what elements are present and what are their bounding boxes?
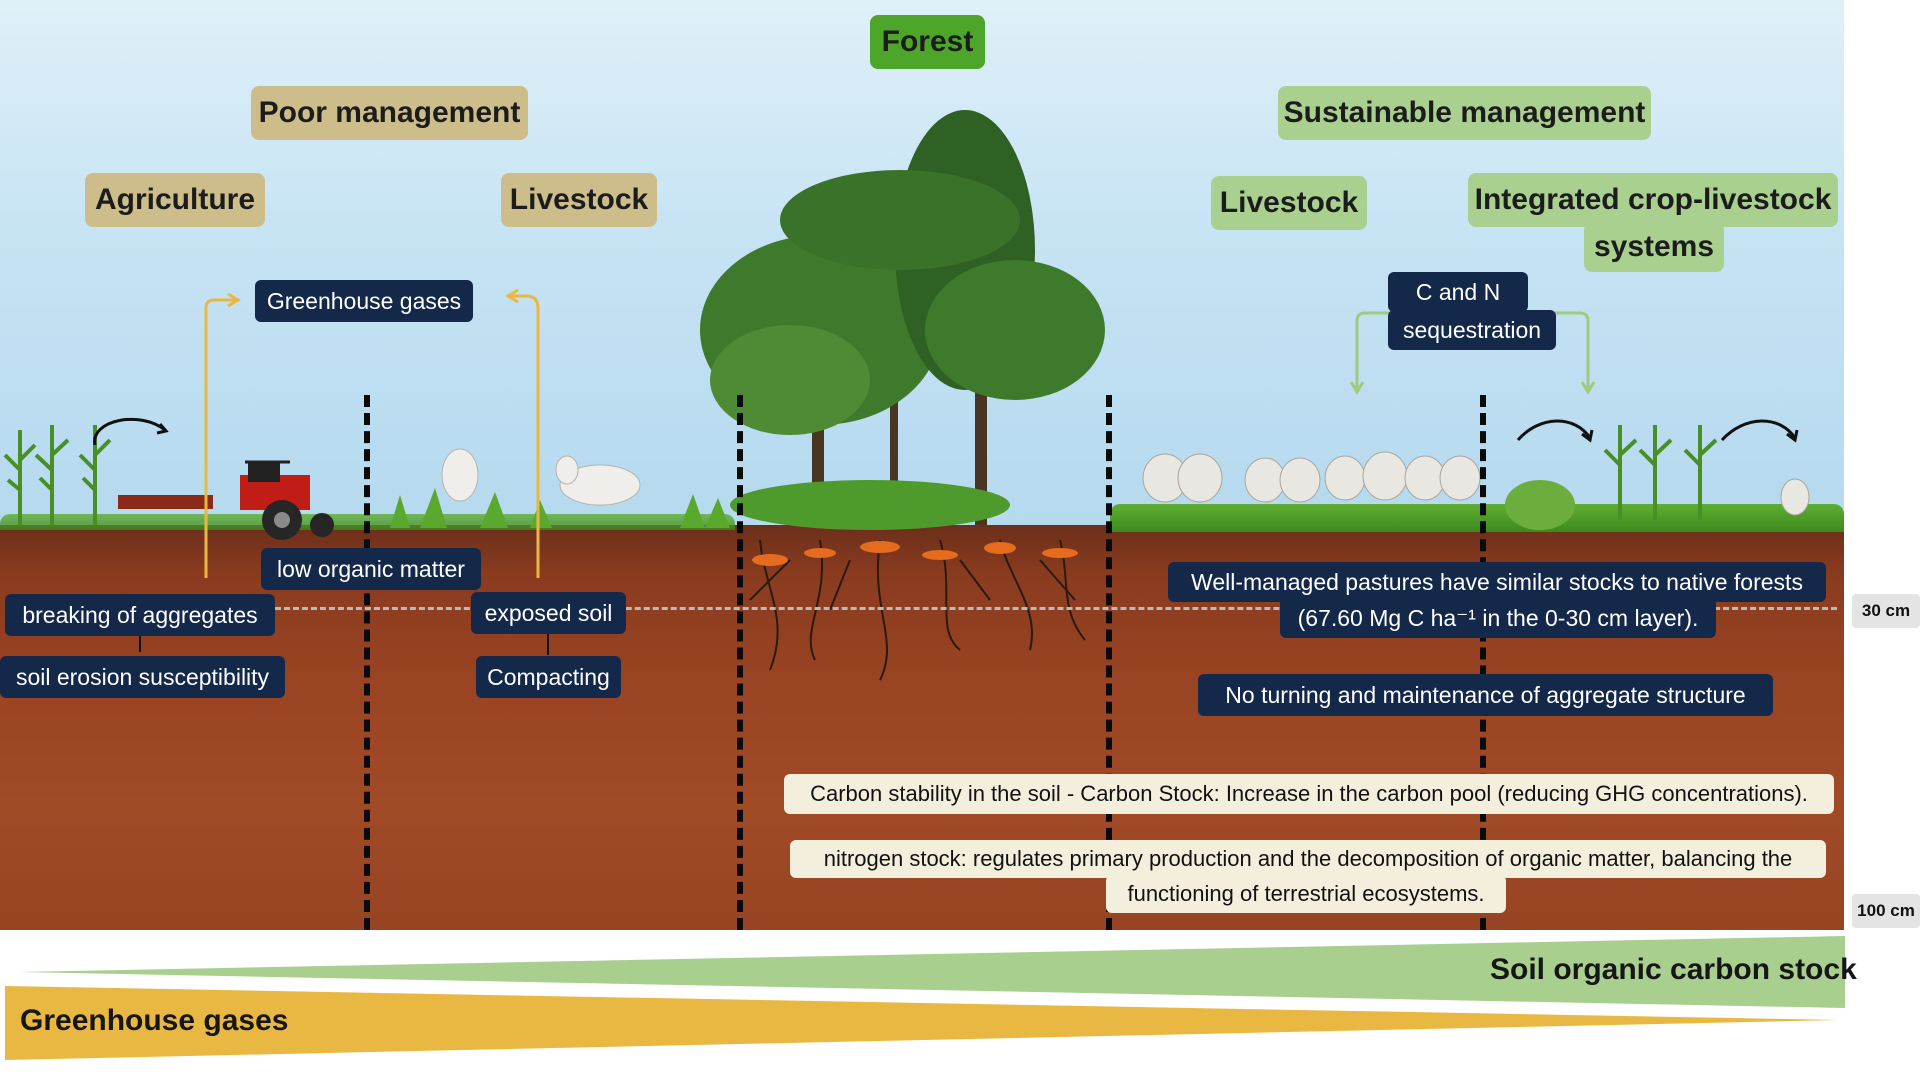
sustainable-management-title: Sustainable management <box>1278 86 1651 140</box>
boundary-line-3 <box>1106 395 1112 930</box>
no-turning-label: No turning and maintenance of aggregate … <box>1198 674 1773 716</box>
sequestration-arrow-icon <box>1349 311 1596 395</box>
poor-management-title: Poor management <box>251 86 528 140</box>
cn-sequestration-label-line2: sequestration <box>1388 310 1556 350</box>
cow-icon <box>441 448 641 506</box>
shrub-icon <box>1505 480 1575 530</box>
corn-plant-icon <box>1603 425 1718 520</box>
boundary-line-2 <box>737 395 743 930</box>
rotation-arrow-icon <box>1516 419 1799 443</box>
soc-wedge-label: Soil organic carbon stock <box>1490 953 1857 986</box>
boundary-line-1 <box>364 395 370 930</box>
low-organic-matter-label: low organic matter <box>261 548 481 590</box>
livestock-sustainable-title: Livestock <box>1211 176 1367 230</box>
agriculture-title: Agriculture <box>85 173 265 227</box>
carbon-stability-label: Carbon stability in the soil - Carbon St… <box>784 774 1834 814</box>
root-system-icon <box>749 539 1086 681</box>
depth-100cm-marker: 100 cm <box>1852 894 1920 928</box>
tractor-icon <box>118 460 334 540</box>
ghg-wedge-label: Greenhouse gases <box>20 1004 289 1037</box>
depth-30cm-line <box>275 607 1837 610</box>
cn-sequestration-label-line1: C and N <box>1388 272 1528 312</box>
tree-icon <box>700 110 1105 530</box>
boundary-line-4 <box>1480 395 1486 930</box>
rotation-arrow-icon <box>93 417 169 446</box>
exposed-soil-label: exposed soil <box>471 592 626 634</box>
integrated-systems-title-line1: Integrated crop-livestock <box>1468 173 1838 227</box>
forest-title: Forest <box>870 15 985 69</box>
connector-lines <box>139 630 549 655</box>
pastures-label-line1: Well-managed pastures have similar stock… <box>1168 562 1826 602</box>
integrated-systems-title-line2: systems <box>1584 222 1724 272</box>
nitrogen-stock-label-line2: functioning of terrestrial ecosystems. <box>1106 875 1506 913</box>
depth-30cm-marker: 30 cm <box>1852 594 1920 628</box>
compacting-label: Compacting <box>476 656 621 698</box>
nitrogen-stock-label-line1: nitrogen stock: regulates primary produc… <box>790 840 1826 878</box>
soil-erosion-label: soil erosion susceptibility <box>0 656 285 698</box>
grass-tuft-icon <box>390 488 730 528</box>
cow-icon <box>1142 451 1810 516</box>
pastures-label-line2: (67.60 Mg C ha⁻¹ in the 0-30 cm layer). <box>1280 598 1716 638</box>
grass-strip-sustainable <box>1110 504 1844 532</box>
leaf-litter-icon <box>752 541 1078 566</box>
illustration-layer <box>3 110 1810 681</box>
greenhouse-gases-label: Greenhouse gases <box>255 280 473 322</box>
livestock-poor-title: Livestock <box>501 173 657 227</box>
breaking-aggregates-label: breaking of aggregates <box>5 594 275 636</box>
ghg-arrow-icon <box>204 288 540 578</box>
corn-plant-icon <box>3 425 112 525</box>
